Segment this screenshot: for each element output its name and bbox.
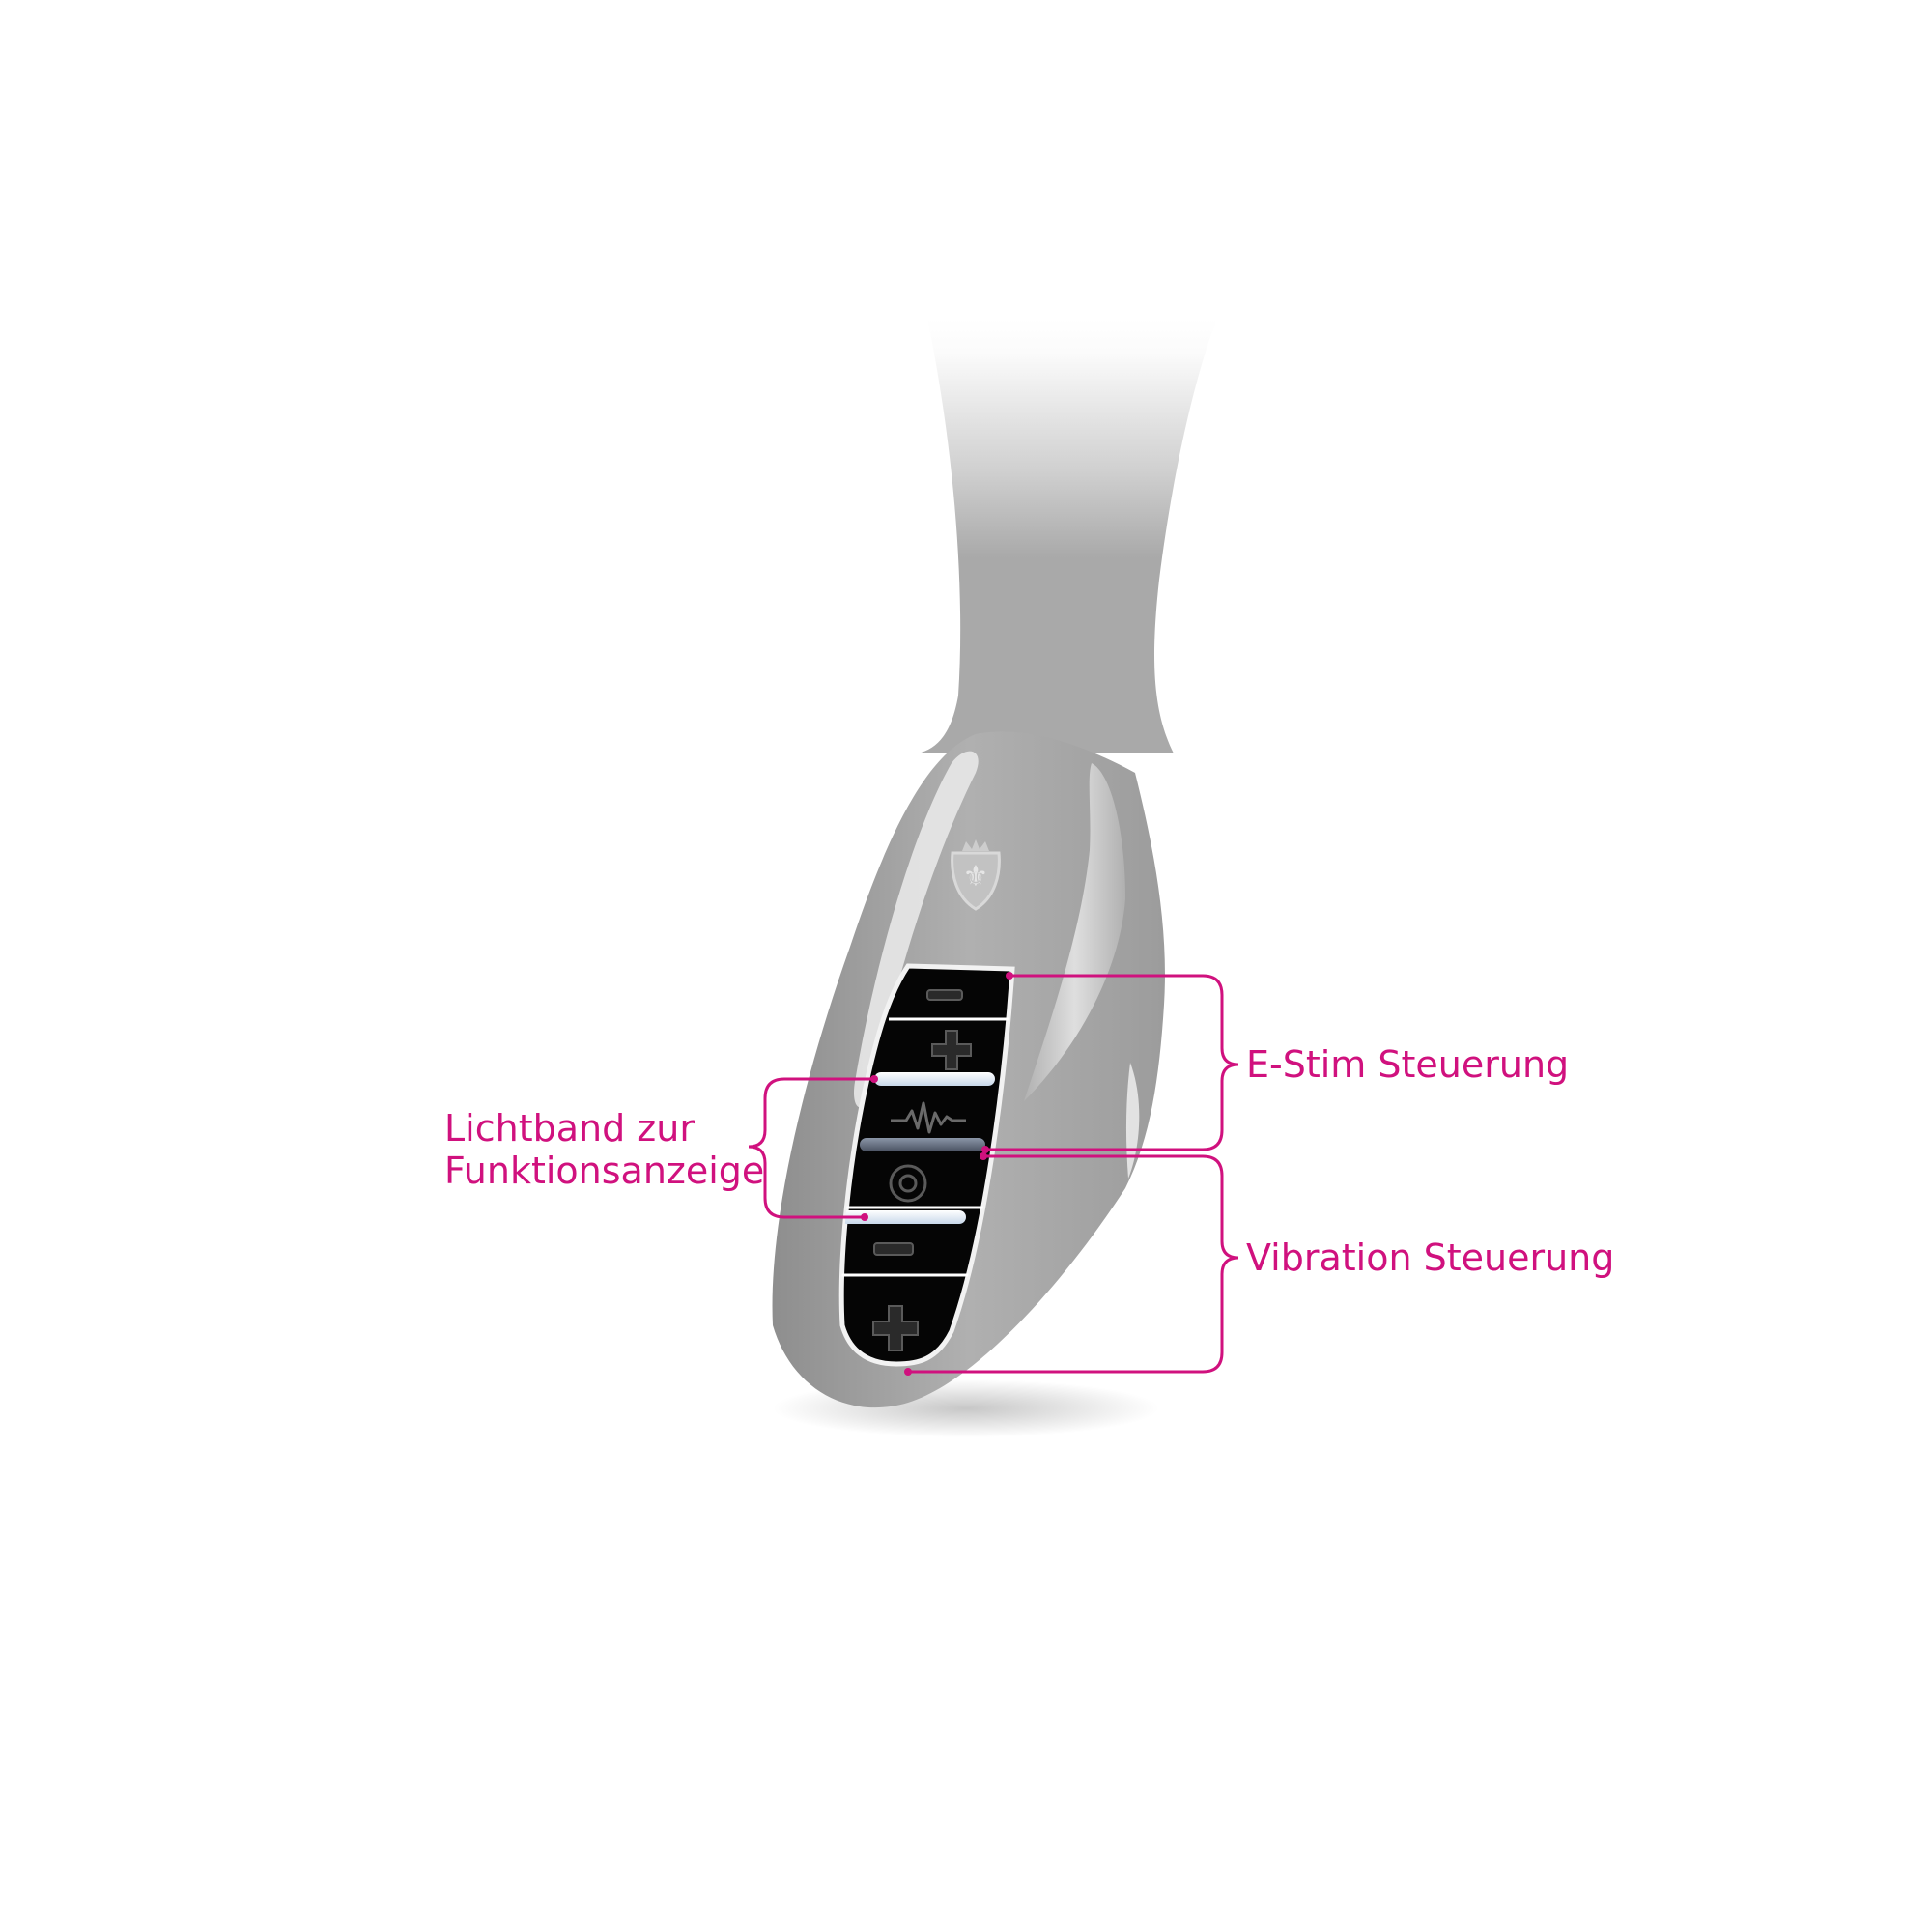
light-band-bottom [841, 1210, 966, 1224]
control-panel [838, 963, 1015, 1367]
estim-control-label: E-Stim Steuerung [1246, 1043, 1570, 1086]
vibration-minus-button[interactable] [873, 1242, 914, 1256]
ring-icon [889, 1164, 927, 1203]
lichtband-label-line-1: Lichtband zur [444, 1107, 695, 1150]
vibration-plus-button[interactable] [872, 1305, 919, 1351]
device-shaft [918, 319, 1217, 753]
pulse-wave-button[interactable] [891, 1101, 966, 1134]
vibration-control-label: Vibration Steuerung [1246, 1236, 1615, 1279]
svg-text:⚜: ⚜ [963, 860, 989, 894]
light-band-middle [860, 1138, 985, 1151]
vibration-callout-dot-bottom [904, 1368, 912, 1376]
estim-callout-dot-bottom [981, 1146, 989, 1153]
crowned-shield-logo-icon: ⚜ [951, 839, 1001, 911]
lichtband-callout-dot-top [870, 1075, 878, 1083]
estim-callout-dot-top [1006, 972, 1013, 980]
light-band-top [874, 1072, 995, 1086]
estim-minus-button[interactable] [926, 989, 963, 1001]
lichtband-callout-dot-bottom [861, 1213, 868, 1221]
lichtband-label: Lichtband zur Funktionsanzeige [444, 1107, 764, 1192]
pulse-wave-icon [891, 1101, 966, 1134]
vibration-callout-dot-top [980, 1152, 987, 1160]
lichtband-callout-bracket [748, 1077, 874, 1219]
vibration-ring-button[interactable] [889, 1164, 927, 1203]
lichtband-label-line-2: Funktionsanzeige [444, 1150, 765, 1192]
estim-plus-button[interactable] [931, 1030, 972, 1070]
vibration-callout-bracket [908, 1154, 1239, 1374]
estim-callout-bracket [985, 974, 1239, 1151]
body-highlight-right [1024, 763, 1125, 1101]
